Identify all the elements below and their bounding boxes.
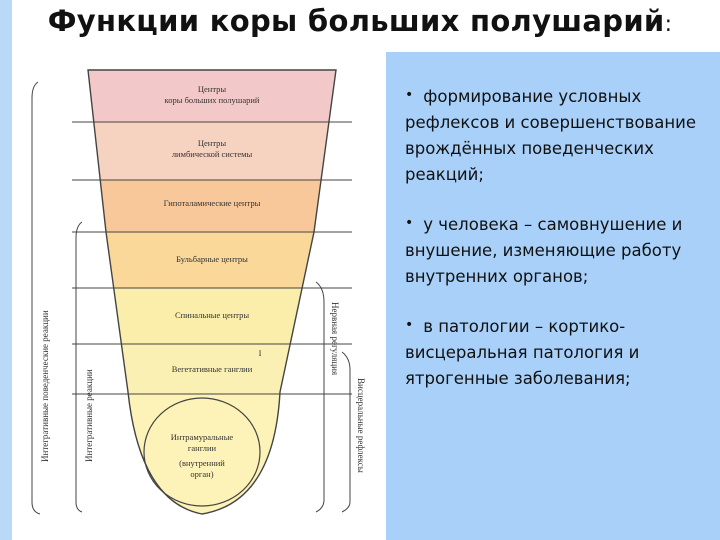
functions-list: •формирование условных рефлексов и совер… <box>405 82 705 414</box>
right-label-outer: Нервная регуляция <box>330 302 340 375</box>
list-item: •у человека – самовнушение и внушение, и… <box>405 210 705 290</box>
brain-hierarchy-diagram: Центры коры больших полушарий Центры лим… <box>12 52 386 528</box>
list-item: •в патологии – кортико-висцеральная пато… <box>405 312 705 392</box>
left-bracket-inner <box>75 221 83 513</box>
band-hypothalamic <box>88 180 336 232</box>
level-hypothalamic: Гипоталамические центры <box>164 198 261 208</box>
bullet-dot-icon: • <box>405 215 414 231</box>
level-intramural-line3: (внутренний <box>179 458 225 468</box>
left-bracket-outer <box>31 81 41 515</box>
list-item-text: у человека – самовнушение и внушение, из… <box>405 215 683 286</box>
left-accent-strip <box>0 0 12 540</box>
right-bracket-outer <box>315 281 325 513</box>
level-intramural-line1: Интрамуральные <box>171 432 234 442</box>
page-title-colon: : <box>664 12 673 37</box>
level-bulbar: Бульбарные центры <box>176 254 248 264</box>
level-spinal: Спинальные центры <box>175 310 249 320</box>
level-vegetative: Вегетативные ганглии <box>172 364 253 374</box>
level-limbic-line1: Центры <box>198 138 227 148</box>
funnel-outline <box>87 69 337 515</box>
band-bulbar <box>88 232 336 288</box>
level-intramural-line4: орган) <box>190 469 213 479</box>
list-item-text: формирование условных рефлексов и соверш… <box>405 87 697 184</box>
small-mark: I <box>259 348 262 358</box>
right-bracket-inner <box>341 351 351 513</box>
level-intramural-line2: ганглии <box>188 443 217 453</box>
page-title: Функции коры больших полушарий: <box>0 4 720 46</box>
band-limbic <box>88 122 336 180</box>
right-text-panel <box>386 52 720 540</box>
left-label-outer: Интегративные поведенческие реакции <box>40 310 50 462</box>
bullet-dot-icon: • <box>405 87 414 103</box>
list-item-text: в патологии – кортико-висцеральная патол… <box>405 317 640 388</box>
page-title-text: Функции коры больших полушарий <box>47 4 665 38</box>
left-label-inner: Интегративные реакции <box>84 369 94 462</box>
level-cortex-line1: Центры <box>198 84 227 94</box>
list-item: •формирование условных рефлексов и совер… <box>405 82 705 188</box>
right-label-inner: Висцеральные рефлексы <box>356 378 366 473</box>
bullet-dot-icon: • <box>405 317 414 333</box>
intramural-ganglion-oval <box>143 397 261 507</box>
hierarchy-svg: Центры коры больших полушарий Центры лим… <box>31 69 366 515</box>
level-cortex-line2: коры больших полушарий <box>165 95 260 105</box>
level-limbic-line2: лимбической системы <box>172 149 253 159</box>
band-cortex <box>88 70 336 122</box>
